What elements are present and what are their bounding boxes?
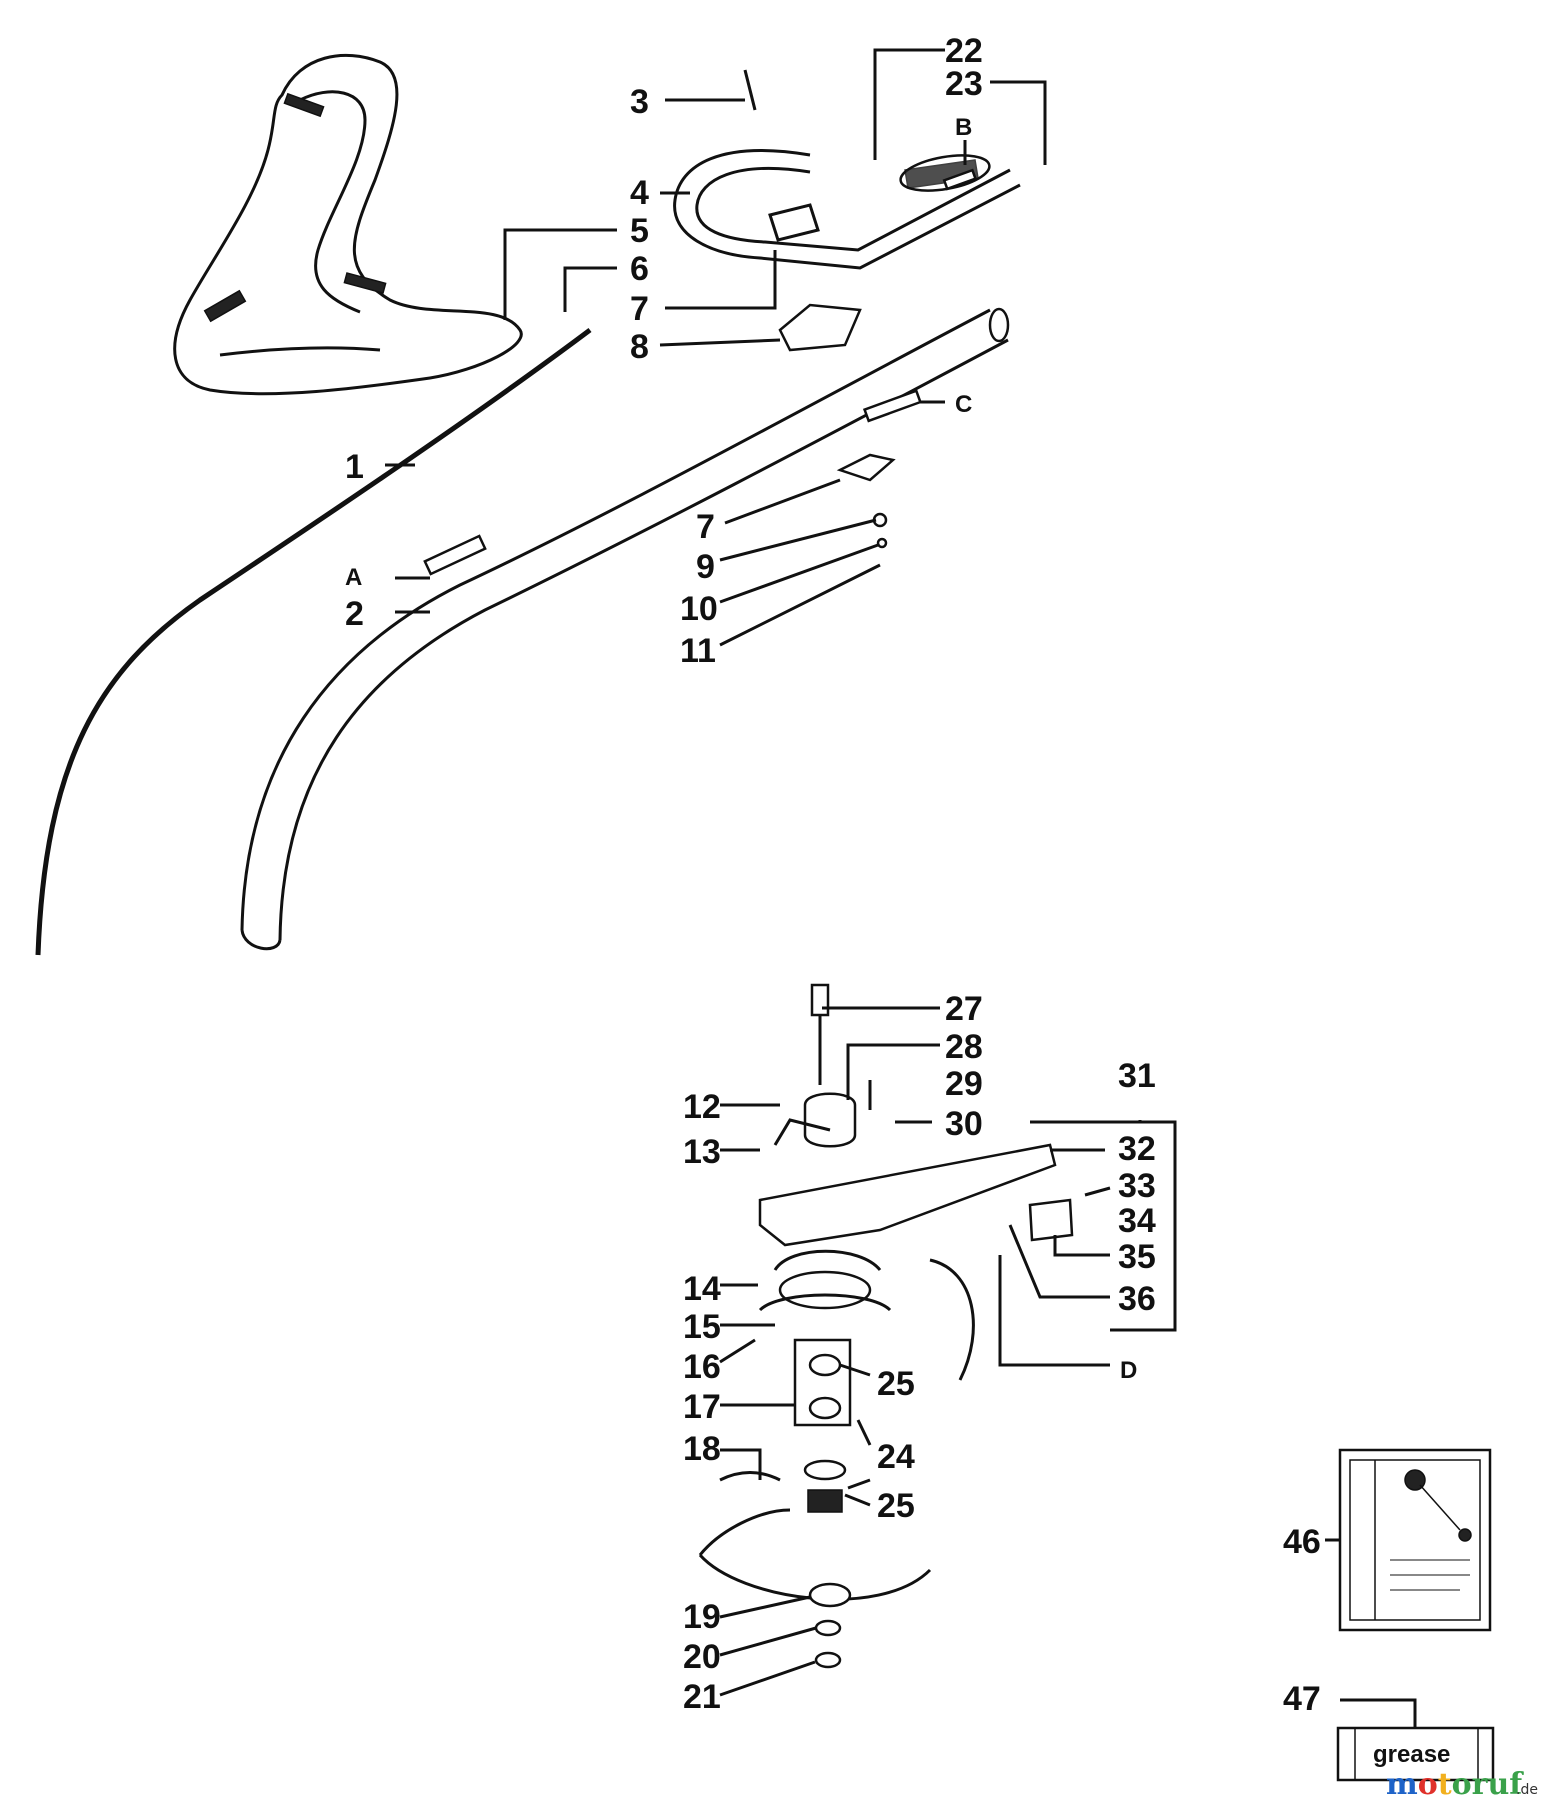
callout-32: 32 bbox=[1118, 1130, 1156, 1168]
letter-c: C bbox=[955, 391, 972, 418]
grease-pack: grease bbox=[1336, 1726, 1495, 1782]
letter-a: A bbox=[345, 564, 362, 591]
callout-14: 14 bbox=[683, 1270, 721, 1308]
callout-33: 33 bbox=[1118, 1167, 1156, 1205]
callout-31: 31 bbox=[1118, 1057, 1156, 1095]
callout-47: 47 bbox=[1283, 1680, 1321, 1718]
main-tube bbox=[240, 307, 1010, 951]
callout-12: 12 bbox=[683, 1088, 721, 1126]
callout-30: 30 bbox=[945, 1105, 983, 1143]
callout-7-upper: 7 bbox=[630, 290, 649, 328]
callout-25-upper: 25 bbox=[877, 1365, 915, 1403]
callout-24: 24 bbox=[877, 1438, 915, 1476]
watermark-letter: o bbox=[1418, 1767, 1438, 1800]
callout-34: 34 bbox=[1118, 1202, 1156, 1240]
callout-19: 19 bbox=[683, 1598, 721, 1636]
leader-lines bbox=[385, 48, 1417, 1728]
shoulder-harness bbox=[173, 53, 523, 396]
callout-5: 5 bbox=[630, 212, 649, 250]
watermark-logo: motoruf .de bbox=[1386, 1767, 1538, 1800]
callout-28: 28 bbox=[945, 1028, 983, 1066]
drive-cable bbox=[35, 327, 592, 956]
nut-10 bbox=[876, 537, 888, 549]
watermark-letter: oruf bbox=[1452, 1767, 1525, 1800]
callout-17: 17 bbox=[683, 1388, 721, 1426]
callout-15: 15 bbox=[683, 1308, 721, 1346]
callout-20: 20 bbox=[683, 1638, 721, 1676]
callout-35: 35 bbox=[1118, 1238, 1156, 1276]
clamp-8 bbox=[778, 303, 862, 352]
callout-46: 46 bbox=[1283, 1523, 1321, 1561]
callout-22: 22 bbox=[945, 32, 983, 70]
callout-9: 9 bbox=[696, 548, 715, 586]
callout-36: 36 bbox=[1118, 1280, 1156, 1318]
callout-25-lower: 25 bbox=[877, 1487, 915, 1525]
callout-27: 27 bbox=[945, 990, 983, 1028]
letter-b: B bbox=[955, 114, 972, 141]
letter-d: D bbox=[1120, 1357, 1137, 1384]
callout-7-lower: 7 bbox=[696, 508, 715, 546]
callout-21: 21 bbox=[683, 1678, 721, 1716]
svg-text:motoruf: motoruf bbox=[1386, 1767, 1524, 1800]
operator-manual bbox=[1338, 1448, 1492, 1632]
callout-29: 29 bbox=[945, 1065, 983, 1103]
callout-23: 23 bbox=[945, 65, 983, 103]
clamp-7-lower bbox=[836, 453, 896, 482]
callout-18: 18 bbox=[683, 1430, 721, 1468]
callout-6: 6 bbox=[630, 250, 649, 288]
callout-10: 10 bbox=[680, 590, 718, 628]
loop-handle bbox=[673, 149, 1021, 270]
callout-2: 2 bbox=[345, 595, 364, 633]
callout-16: 16 bbox=[683, 1348, 721, 1386]
callout-1: 1 bbox=[345, 448, 364, 486]
callout-11: 11 bbox=[680, 632, 716, 670]
callout-8: 8 bbox=[630, 328, 649, 366]
callout-labels: 1 2 3 4 5 6 7 7 8 9 10 11 12 13 14 15 16… bbox=[345, 32, 1321, 1718]
callout-3: 3 bbox=[630, 83, 649, 121]
callout-13: 13 bbox=[683, 1133, 721, 1171]
watermark-suffix: .de bbox=[1516, 1782, 1538, 1798]
grease-label: grease bbox=[1373, 1741, 1450, 1768]
watermark-letter: m bbox=[1386, 1767, 1418, 1800]
callout-4: 4 bbox=[630, 174, 649, 212]
watermark-letter: t bbox=[1438, 1767, 1452, 1800]
screw-3 bbox=[743, 69, 757, 111]
